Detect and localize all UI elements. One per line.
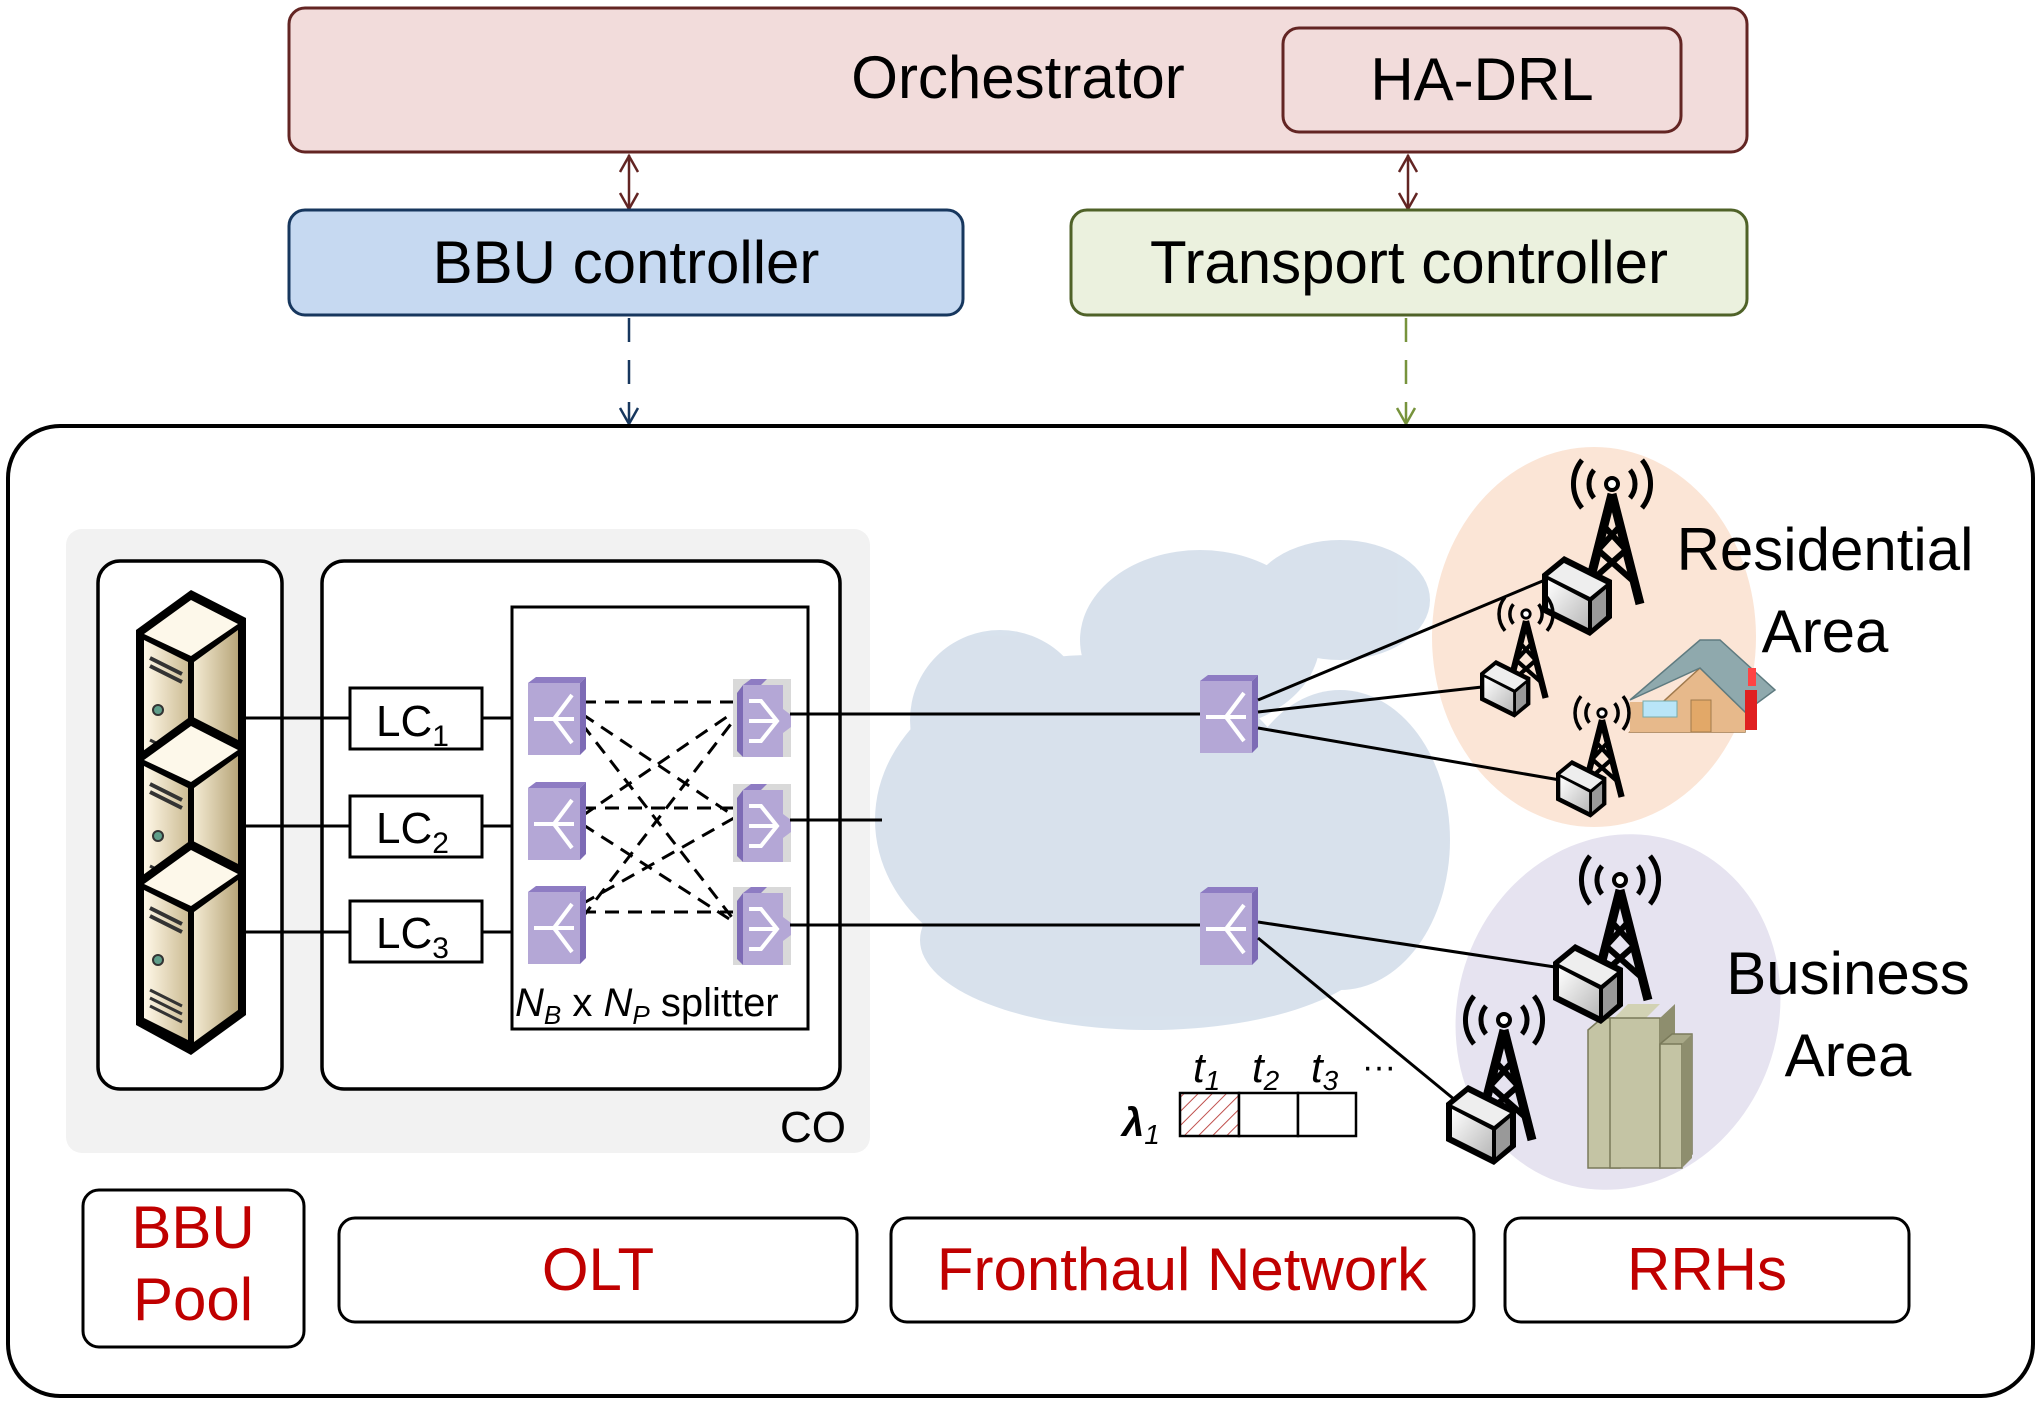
legend-fronthaul-network[interactable]: Fronthaul Network bbox=[889, 1216, 1476, 1324]
office-building-icon bbox=[1587, 1004, 1693, 1169]
lc-name: LC bbox=[376, 804, 432, 853]
orchestrator-transport-link bbox=[1397, 153, 1419, 212]
bbu-control-arrow bbox=[618, 318, 640, 427]
wavelength-label: λ1 bbox=[1120, 1101, 1160, 1150]
lc-subscript: 2 bbox=[432, 827, 449, 860]
legend-bbu-pool-line1: BBU bbox=[131, 1194, 254, 1261]
line-card-2[interactable]: LC2 bbox=[348, 794, 484, 860]
legend-rrhs[interactable]: RRHs bbox=[1503, 1216, 1911, 1324]
remote-splitter-1-icon[interactable] bbox=[1198, 673, 1260, 755]
lc-subscript: 1 bbox=[432, 720, 449, 753]
orchestrator-label: Orchestrator bbox=[851, 44, 1184, 111]
bbu-controller-box[interactable]: BBU controller bbox=[287, 208, 965, 317]
nb-np-splitter[interactable]: NB x NP splitter bbox=[510, 605, 810, 1031]
bbu-controller-label: BBU controller bbox=[433, 229, 820, 296]
svg-text:LC2: LC2 bbox=[376, 804, 449, 860]
lc-name: LC bbox=[376, 909, 432, 958]
timeslot-ellipsis: ··· bbox=[1362, 1048, 1396, 1086]
splitter-input-1-icon bbox=[526, 675, 588, 757]
timeslot-3 bbox=[1296, 1091, 1358, 1138]
transport-controller-label: Transport controller bbox=[1150, 229, 1668, 296]
splitter-output-2-icon bbox=[731, 782, 793, 864]
orchestrator-box[interactable]: Orchestrator bbox=[287, 6, 1749, 154]
wavelength-timeslots: λ1 t1 t2 t3 ··· bbox=[1120, 1044, 1396, 1150]
residential-area-line2: Area bbox=[1762, 598, 1889, 665]
timeslot-1-occupied bbox=[1178, 1091, 1241, 1138]
line-card-3[interactable]: LC3 bbox=[348, 899, 484, 965]
splitter-output-3-icon bbox=[731, 885, 793, 967]
drop-fibers bbox=[1257, 578, 1561, 1102]
splitter-output-1-icon bbox=[731, 677, 793, 759]
svg-text:LC1: LC1 bbox=[376, 697, 449, 753]
business-area-line1: Business bbox=[1726, 940, 1969, 1007]
business-area: Business Area bbox=[1455, 834, 1970, 1190]
feeder-fibers bbox=[790, 712, 1200, 927]
splitter-mesh bbox=[580, 700, 736, 924]
splitter-input-2-icon bbox=[526, 780, 588, 862]
lc-subscript: 3 bbox=[432, 932, 449, 965]
orchestrator-bbu-link bbox=[618, 153, 640, 212]
timeslot-3-label: t3 bbox=[1311, 1044, 1339, 1096]
residential-area-line1: Residential bbox=[1677, 516, 1974, 583]
bbu-server-3-icon[interactable] bbox=[134, 838, 248, 1057]
transport-controller-box[interactable]: Transport controller bbox=[1069, 208, 1749, 317]
remote-splitter-2-icon[interactable] bbox=[1198, 885, 1260, 967]
lc-name: LC bbox=[376, 697, 432, 746]
legend-fronthaul-label: Fronthaul Network bbox=[937, 1236, 1428, 1303]
timeslot-2-label: t2 bbox=[1252, 1044, 1280, 1096]
legend-olt-label: OLT bbox=[542, 1236, 654, 1303]
residential-area: Residential Area bbox=[1432, 447, 1973, 827]
timeslot-1-label: t1 bbox=[1193, 1044, 1220, 1096]
transport-control-arrow bbox=[1395, 318, 1417, 427]
svg-text:LC3: LC3 bbox=[376, 909, 449, 965]
co-label: CO bbox=[780, 1103, 846, 1152]
legend-bbu-pool[interactable]: BBU Pool bbox=[81, 1188, 306, 1349]
ha-drl-label: HA-DRL bbox=[1370, 46, 1593, 113]
house-icon bbox=[1628, 639, 1777, 733]
ha-drl-box[interactable]: HA-DRL bbox=[1281, 26, 1683, 134]
splitter-input-3-icon bbox=[526, 884, 588, 966]
fronthaul-cloud bbox=[875, 540, 1450, 1030]
line-card-1[interactable]: LC1 bbox=[348, 686, 484, 753]
splitter-label: NB x NP splitter bbox=[515, 981, 779, 1030]
legend-olt[interactable]: OLT bbox=[337, 1216, 859, 1324]
timeslot-2 bbox=[1237, 1091, 1300, 1138]
server-lc-links bbox=[240, 716, 350, 934]
business-area-line2: Area bbox=[1785, 1022, 1912, 1089]
legend-bbu-pool-line2: Pool bbox=[133, 1266, 253, 1333]
legend-rrhs-label: RRHs bbox=[1627, 1236, 1787, 1303]
